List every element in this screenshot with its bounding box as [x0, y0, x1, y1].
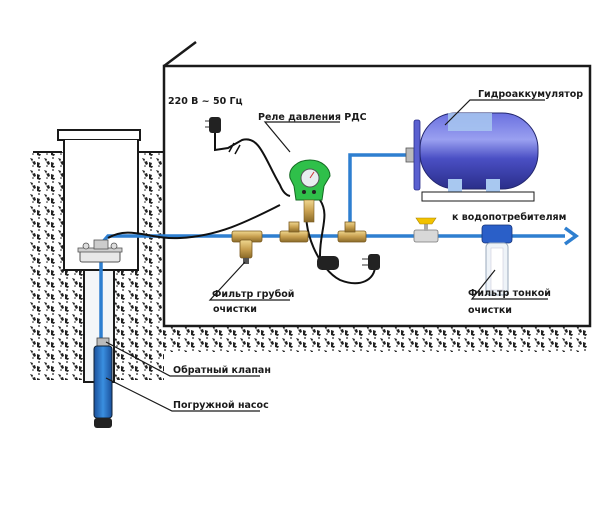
leader-relay: [263, 121, 340, 153]
socket-icon: [317, 256, 339, 270]
label-check-valve: Обратный клапан: [173, 365, 271, 376]
tee-fitting: [279, 221, 309, 243]
hydraulic-accumulator: [405, 112, 539, 202]
cable-break-mark: [234, 144, 241, 155]
plug-icon: [362, 254, 380, 270]
fine-filter: [481, 224, 513, 296]
label-to-consumers: к водопотребителям: [452, 212, 566, 223]
label-fine-filter-2: очистки: [468, 305, 512, 316]
leader-coarse-filter: [208, 261, 290, 301]
soil: [28, 152, 590, 380]
flow-arrow-icon: [563, 226, 579, 246]
ball-valve: [413, 217, 439, 243]
label-submersible-pump: Погружной насос: [173, 400, 269, 411]
cable-break-mark: [228, 142, 235, 153]
label-power: 220 В ~ 50 Гц: [168, 96, 243, 107]
electric-cable: [107, 130, 376, 285]
well-head: [77, 239, 123, 263]
submersible-pump: [93, 337, 113, 428]
leader-fine-filter: [470, 269, 548, 300]
label-fine-filter-1: Фильтр тонкой: [468, 288, 551, 299]
label-coarse-filter-2: очистки: [213, 304, 257, 315]
leader-check-valve: [105, 341, 260, 377]
tee-fitting: [337, 221, 367, 243]
house-outline: [162, 41, 592, 328]
label-coarse-filter-1: Фильтр грубой: [212, 289, 294, 300]
pressure-relay: [289, 159, 331, 223]
label-pressure-relay: Реле давления РДС: [258, 112, 367, 123]
coarse-filter: [231, 230, 263, 264]
leader-accumulator: [444, 99, 545, 126]
power-plug-icon: [205, 117, 221, 133]
label-accumulator: Гидроаккумулятор: [478, 89, 583, 100]
leader-pump: [105, 377, 260, 412]
